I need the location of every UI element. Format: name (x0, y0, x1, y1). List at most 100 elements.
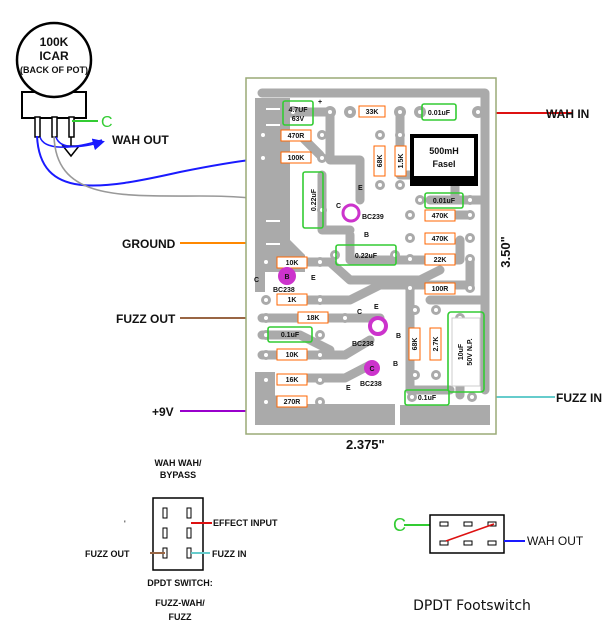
r-100k-label: 100K (288, 155, 305, 162)
capacitor-0u1-bottom (404, 389, 450, 406)
switch-title-1: WAH WAH/ (155, 458, 202, 468)
resistor-2k7 (429, 327, 442, 361)
c-0u22-v-label: 0.22uF (311, 188, 318, 211)
r-1k-label: 1K (288, 297, 297, 304)
ground-plane-bottom-right (400, 405, 490, 425)
capacitor-0u01-mid (424, 192, 464, 209)
switch-body (152, 497, 204, 571)
dpdt-switch: WAH WAH/ BYPASS EFFECT INPUT FUZZ OUT FU… (85, 458, 278, 622)
transistor-bc238-c (364, 360, 380, 376)
q-bc238-c-label: BC238 (360, 381, 382, 388)
c-4u7-label: 4.7UF (288, 107, 308, 114)
r-10k-b-label: 10K (286, 352, 299, 359)
resistor-10k-b (276, 348, 308, 361)
footswitch-wah-out: WAH OUT (527, 534, 584, 548)
capacitor-10u (447, 311, 485, 393)
q3-pin-b: B (396, 333, 401, 340)
q4-pin-e: E (346, 385, 351, 392)
r-18k-label: 18K (307, 315, 320, 322)
q1-pin-e: E (358, 185, 363, 192)
resistor-1k (276, 293, 308, 306)
r-33k-label: 33K (366, 109, 379, 116)
resistor-470r (280, 129, 312, 142)
c-4u7-plus: + (318, 99, 322, 106)
transistor-bc238-b (368, 316, 388, 336)
r-68k-a-label: 68K (377, 155, 384, 168)
capacitor-0u22-h (335, 244, 397, 266)
q1-pin-b: B (364, 232, 369, 239)
resistor-18k (297, 311, 329, 324)
r-470k-a-label: 470K (432, 213, 449, 220)
resistor-100k (280, 151, 312, 164)
r-22k-label: 22K (434, 257, 447, 264)
inductor-value-label: 500mH (429, 146, 459, 156)
pot-wah-out-label: WAH OUT (112, 133, 169, 147)
edge-pins (266, 108, 280, 245)
pot-lug-middle (51, 116, 58, 138)
q2-pin-c: C (254, 277, 259, 284)
q2-pin-b: B (284, 274, 289, 281)
fuzz-out-label: FUZZ OUT (116, 312, 176, 326)
ground-plane-bottom (255, 372, 395, 425)
resistor-33k (358, 105, 386, 118)
footswitch-jumper (445, 523, 495, 542)
q3-pin-e: E (374, 304, 379, 311)
capacitor-0u22-v (302, 171, 324, 229)
resistor-100r (424, 282, 456, 295)
q-bc238-b-label: BC238 (352, 341, 374, 348)
dpdt-footswitch: C WAH OUT DPDT Footswitch (393, 514, 584, 614)
r-470k-b-label: 470K (432, 236, 449, 243)
transistor-bc239 (341, 203, 361, 223)
capacitor-4u7 (282, 100, 314, 126)
r-10k-a-label: 10K (286, 260, 299, 267)
transistors: BC239 E C B B C E BC238 E C B BC238 C B … (254, 185, 401, 392)
pot-lug-c-label: C (101, 114, 113, 131)
q4-pin-b: B (393, 361, 398, 368)
inductor-500mh: 500mH Fasel (410, 134, 478, 186)
resistors: 33K 470R 100K 68K 1.5K 470K 470K 22K 10K… (276, 105, 456, 408)
c-0u22-h-label: 0.22uF (355, 253, 378, 260)
c-4u7-v-label: 63V (292, 116, 305, 123)
wah-out-arrow2-icon (39, 136, 103, 148)
resistor-68k-b (408, 327, 421, 361)
switch-effect-input: EFFECT INPUT (213, 518, 278, 528)
resistor-22k (424, 253, 456, 266)
capacitor-0u01-top (421, 103, 457, 121)
r-100r-label: 100R (432, 286, 449, 293)
switch-caption-1: DPDT SWITCH: (147, 578, 213, 588)
q-bc239-label: BC239 (362, 214, 384, 221)
potentiometer: 100K ICAR (BACK OF POT) C WAH OUT (15, 21, 169, 158)
inductor-type-label: Fasel (432, 159, 455, 169)
q1-pin-c: C (336, 203, 341, 210)
r-16k-label: 16K (286, 377, 299, 384)
resistor-10k-a (276, 256, 308, 269)
switch-title-2: BYPASS (160, 470, 196, 480)
c-0u1-bottom-label: 0.1uF (418, 395, 437, 402)
resistor-16k (276, 373, 308, 386)
capacitors: 4.7UF 63V + 0.01uF 0.22uF 0.01uF 0.22uF … (267, 99, 485, 406)
capacitor-0u1-left (267, 326, 313, 343)
r-68k-b-label: 68K (412, 338, 419, 351)
c-0u01-top-label: 0.01uF (428, 110, 451, 117)
switch-fuzz-out: FUZZ OUT (85, 549, 130, 559)
switch-caption-2: FUZZ-WAH/ (155, 598, 205, 608)
board-height-label: 3.50" (498, 236, 513, 267)
resistor-68k-a (373, 145, 386, 177)
q3-pin-c: C (357, 309, 362, 316)
pot-value: 100K (40, 35, 69, 49)
r-270r-label: 270R (284, 399, 301, 406)
ground-label: GROUND (122, 237, 176, 251)
footswitch-caption: DPDT Footswitch (413, 598, 531, 614)
resistor-1k5 (394, 145, 407, 177)
transistor-bc238-a (278, 267, 296, 285)
c-10u-v-label: 50V N.P. (467, 338, 474, 365)
board-width-label: 2.375" (346, 437, 385, 452)
r-2k7-label: 2.7K (433, 337, 440, 352)
q4-pin-c: C (369, 366, 374, 373)
fuzz-in-label: FUZZ IN (556, 391, 602, 405)
c-0u01-mid-label: 0.01uF (433, 198, 456, 205)
switch-fuzz-in: FUZZ IN (212, 549, 247, 559)
resistor-470k-b (424, 232, 456, 245)
resistor-270r (276, 395, 308, 408)
